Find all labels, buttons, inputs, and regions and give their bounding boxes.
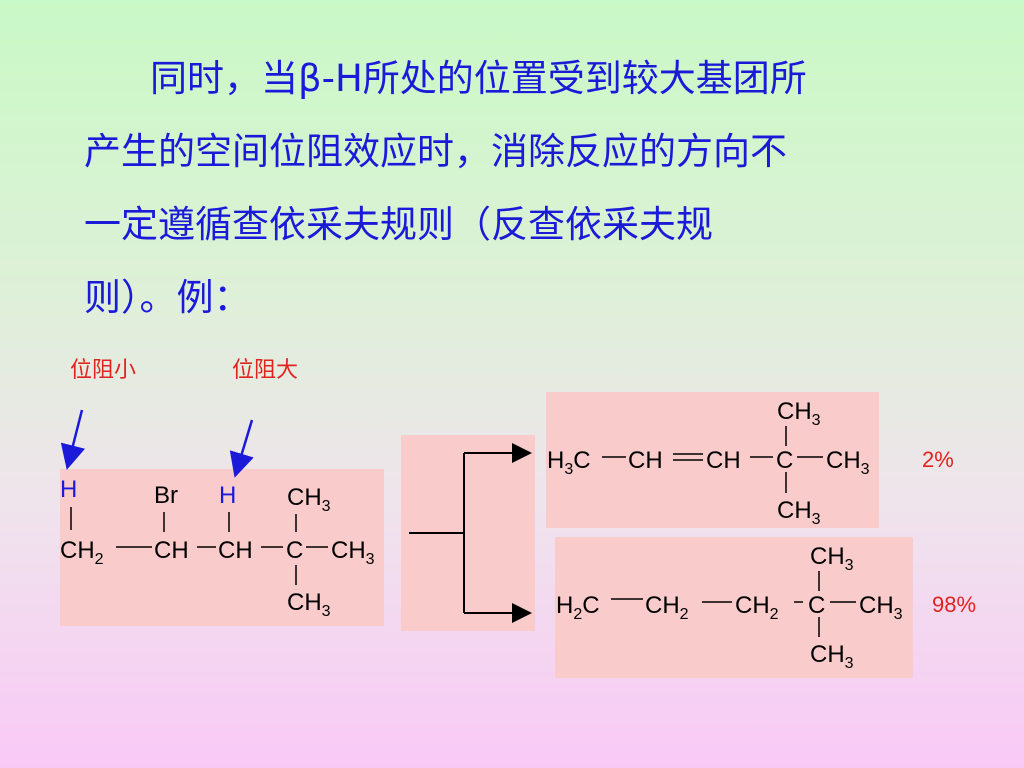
svg-text:CH3: CH3 <box>777 398 821 429</box>
reactant-structure: H Br H CH3 CH2 CH CH C CH3 CH3 <box>60 476 375 620</box>
svg-text:CH3: CH3 <box>287 484 331 515</box>
svg-text:H3C: H3C <box>547 447 591 478</box>
svg-text:CH2: CH2 <box>645 592 689 623</box>
reactant-box <box>60 469 384 626</box>
beta-h-left: H <box>60 476 77 503</box>
paragraph-line-4: 则）。例： <box>84 276 251 319</box>
svg-text:CH3: CH3 <box>826 447 870 478</box>
minor-product-box <box>546 392 879 528</box>
svg-text:CH3: CH3 <box>331 537 375 568</box>
svg-text:CH: CH <box>706 447 741 474</box>
svg-text:CH3: CH3 <box>287 589 331 620</box>
paragraph-line-1: 同时，当β-H所处的位置受到较大基团所 <box>150 57 807 100</box>
label-low-hindrance: 位阻小 <box>70 358 137 383</box>
svg-text:CH: CH <box>154 537 189 564</box>
pointer-arrow-high <box>229 419 254 478</box>
major-product-structure: CH3 H2C CH2 CH2 C CH3 CH3 <box>556 543 903 672</box>
svg-text:C: C <box>286 537 303 564</box>
svg-text:Br: Br <box>154 482 178 509</box>
paragraph-line-3: 一定遵循查依采夫规则（反查依采夫规 <box>84 203 713 246</box>
svg-text:CH: CH <box>628 447 663 474</box>
pointer-arrow-low <box>60 409 86 470</box>
svg-text:CH3: CH3 <box>810 641 854 672</box>
slide-paragraph: 同时，当β-H所处的位置受到较大基团所 产生的空间位阻效应时，消除反应的方向不 … <box>84 42 964 334</box>
svg-text:CH2: CH2 <box>735 592 779 623</box>
svg-text:CH3: CH3 <box>777 497 821 528</box>
minor-product-percent: 2% <box>922 447 954 472</box>
paragraph-line-2: 产生的空间位阻效应时，消除反应的方向不 <box>84 130 787 173</box>
svg-text:C: C <box>808 592 825 619</box>
label-high-hindrance: 位阻大 <box>232 358 299 383</box>
minor-product-structure: CH3 H3C CH CH C CH3 CH3 <box>547 398 870 528</box>
svg-text:CH3: CH3 <box>859 592 903 623</box>
major-product-box <box>555 537 913 678</box>
svg-text:CH: CH <box>218 537 253 564</box>
beta-h-right: H <box>219 482 236 509</box>
svg-text:H2C: H2C <box>556 592 600 623</box>
major-product-percent: 98% <box>932 592 977 617</box>
svg-text:C: C <box>776 447 793 474</box>
branching-arrows <box>409 443 532 623</box>
svg-text:CH2: CH2 <box>60 537 104 568</box>
svg-text:CH3: CH3 <box>810 543 854 574</box>
